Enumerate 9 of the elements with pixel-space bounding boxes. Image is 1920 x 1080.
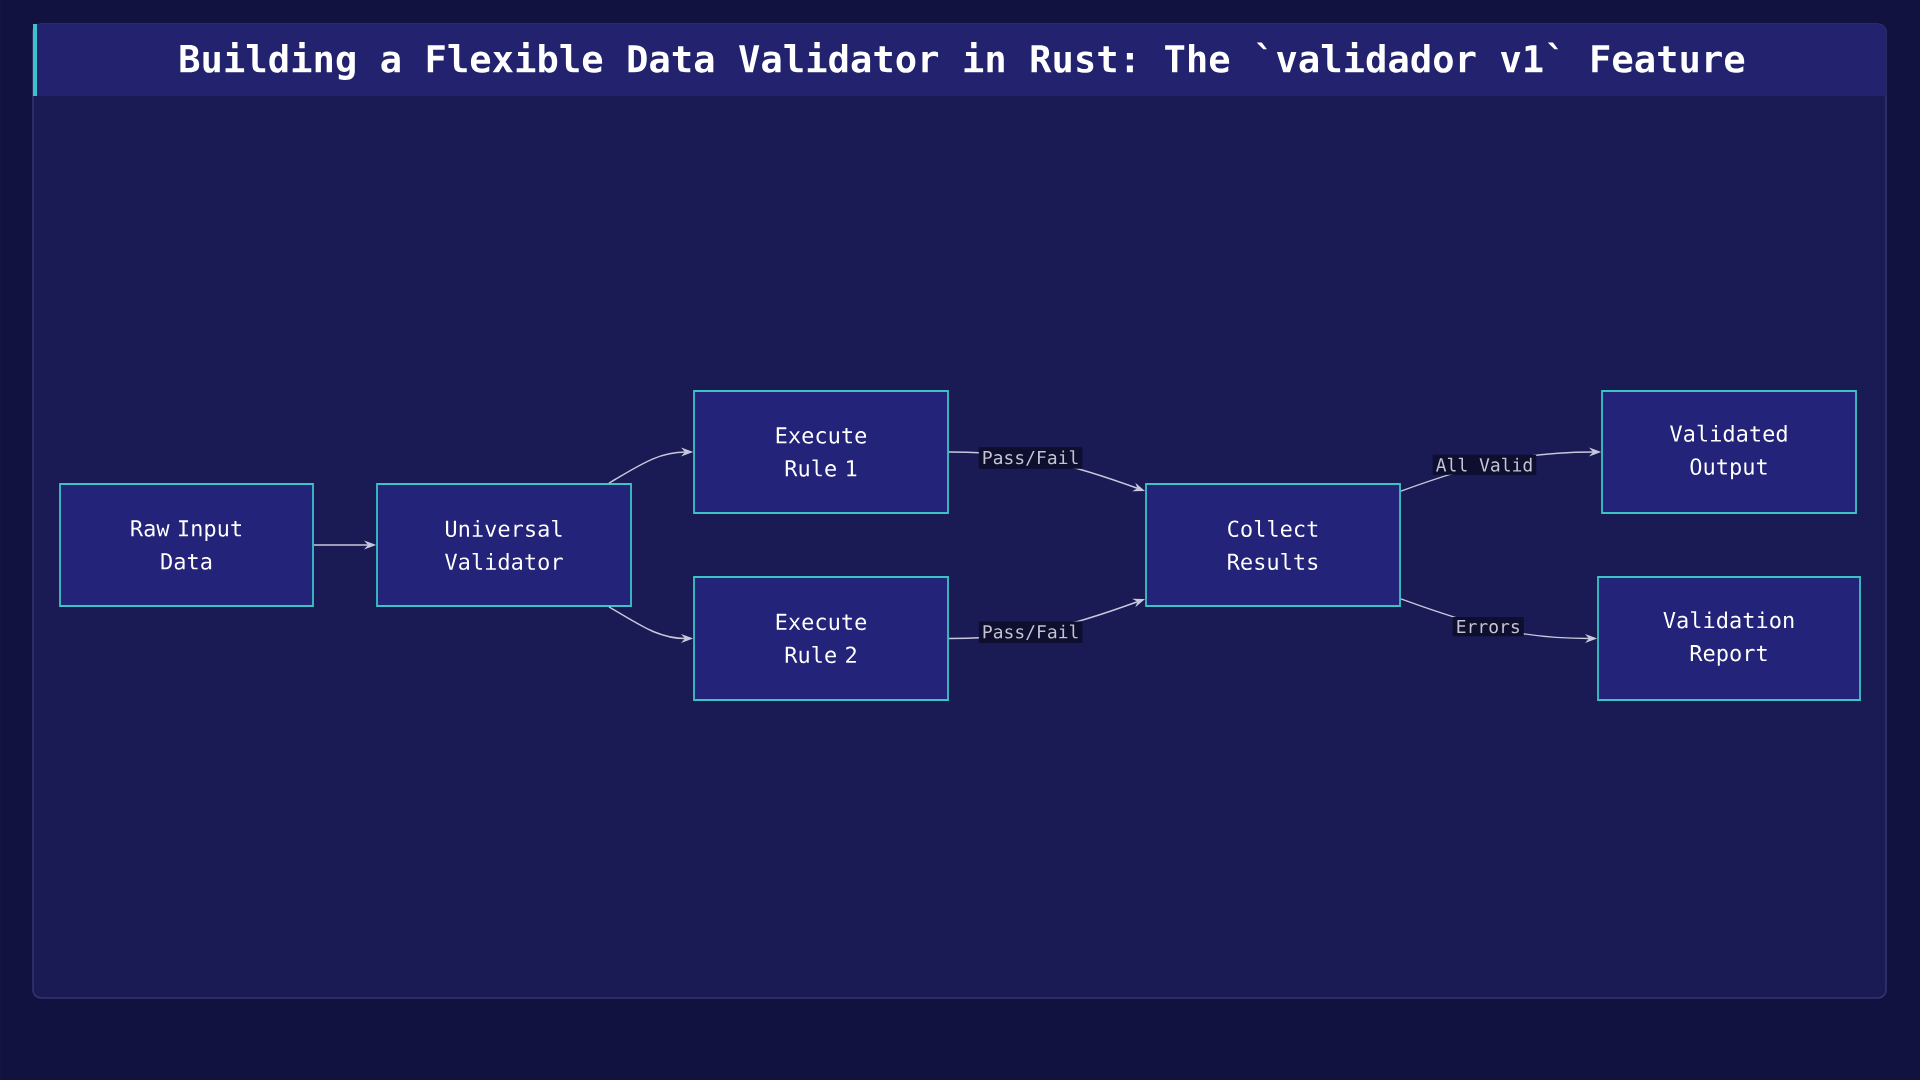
title-bar: Building a Flexible Data Validator in Rust: The `validador v1` Feature xyxy=(33,24,1886,96)
edge-label: Pass/Fail xyxy=(978,447,1083,469)
process-box: Raw Input Data xyxy=(59,483,314,607)
process-box: Collect Results xyxy=(1145,483,1401,607)
process-box: Execute Rule 1 xyxy=(693,390,949,514)
process-box: Universal Validator xyxy=(376,483,632,607)
process-box: Execute Rule 2 xyxy=(693,576,949,701)
process-box: Validated Output xyxy=(1601,390,1857,514)
process-box: Validation Report xyxy=(1597,576,1861,701)
